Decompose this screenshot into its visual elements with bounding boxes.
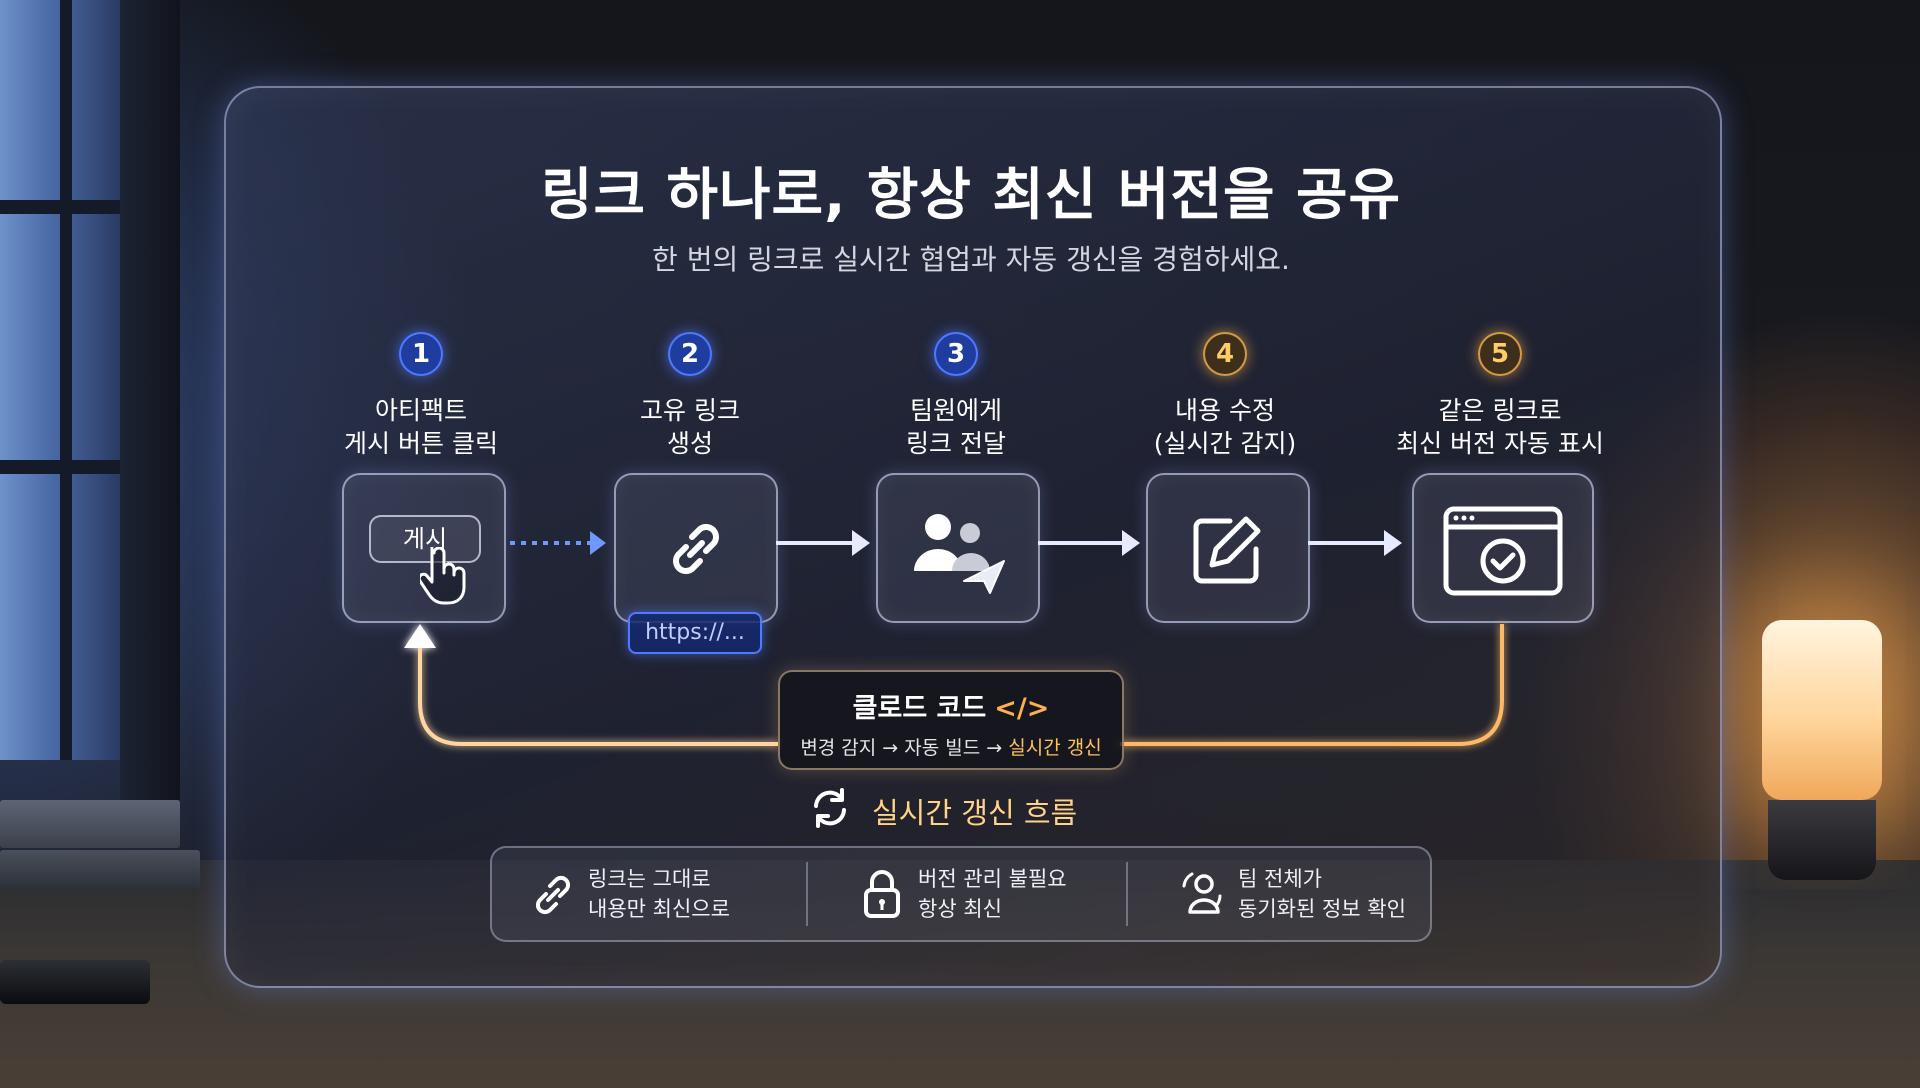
step-label-line: 링크 전달 — [906, 429, 1006, 458]
refresh-icon — [814, 788, 846, 828]
books — [0, 800, 200, 910]
feature-text-line: 항상 최신 — [918, 897, 1002, 921]
feature-text-line: 동기화된 정보 확인 — [1238, 897, 1406, 921]
code-icon: </> — [994, 693, 1050, 724]
realtime-flow-text: 실시간 갱신 흐름 — [872, 796, 1078, 830]
background-window — [0, 0, 120, 760]
step-number-badge: 4 — [1203, 332, 1247, 376]
step-2: 2 고유 링크 생성 — [560, 332, 820, 460]
feature-text: 팀 전체가 동기화된 정보 확인 — [1238, 864, 1406, 924]
feedback-loop-arrow — [404, 624, 1504, 746]
arrow-1-to-2 — [510, 531, 606, 555]
claude-code-flow-highlight: 실시간 갱신 — [1008, 737, 1102, 759]
step-label-line: 생성 — [666, 429, 713, 458]
feature-item: 링크는 그대로 내용만 최신으로 — [528, 848, 808, 940]
step-label: 고유 링크 생성 — [560, 394, 820, 460]
claude-code-title-text: 클로드 코드 — [852, 693, 987, 724]
claude-code-flow-text: 변경 감지 → 자동 빌드 → — [800, 737, 1009, 759]
feature-text-line: 링크는 그대로 — [588, 867, 711, 891]
window-mullion — [60, 0, 72, 760]
step-3-card[interactable] — [876, 473, 1040, 623]
step-2-card[interactable] — [614, 473, 778, 623]
step-label: 내용 수정 (실시간 감지) — [1095, 394, 1355, 460]
edit-icon — [1193, 516, 1261, 584]
team-sync-icon — [1182, 872, 1222, 914]
page-title: 링크 하나로, 항상 최신 버전을 공유 — [540, 163, 1402, 228]
step-4-card[interactable] — [1146, 473, 1310, 623]
claude-code-box: 클로드 코드</> 변경 감지 → 자동 빌드 → 실시간 갱신 — [778, 670, 1124, 770]
step-label-line: 같은 링크로 — [1438, 396, 1562, 425]
pointer-hand-icon — [420, 547, 466, 605]
step-label: 팀원에게 링크 전달 — [826, 394, 1086, 460]
step-label: 같은 링크로 최신 버전 자동 표시 — [1370, 394, 1630, 460]
link-icon — [535, 875, 571, 915]
feature-text: 버전 관리 불필요 항상 최신 — [918, 864, 1067, 924]
feature-text-line: 버전 관리 불필요 — [918, 867, 1067, 891]
lamp — [1762, 620, 1882, 800]
feature-divider — [806, 862, 808, 926]
feature-text-line: 내용만 최신으로 — [588, 897, 730, 921]
feature-item: 팀 전체가 동기화된 정보 확인 — [1178, 848, 1418, 940]
link-icon — [673, 524, 719, 574]
step-label-line: 팀원에게 — [909, 396, 1002, 425]
feature-text-line: 팀 전체가 — [1238, 867, 1322, 891]
page-subtitle: 한 번의 링크로 실시간 협업과 자동 갱신을 경험하세요. — [652, 243, 1290, 276]
step-label-line: 아티팩트 — [374, 396, 467, 425]
step-label-line: 내용 수정 — [1175, 396, 1275, 425]
post-button[interactable]: 게시 — [369, 515, 481, 563]
step-5: 5 같은 링크로 최신 버전 자동 표시 — [1370, 332, 1630, 460]
step-1: 1 아티팩트 게시 버튼 클릭 — [291, 332, 551, 460]
claude-code-title: 클로드 코드</> — [780, 686, 1122, 725]
arrow-4-to-5 — [1308, 530, 1402, 556]
arrow-2-to-3 — [776, 530, 870, 556]
phone — [0, 960, 150, 1004]
window-frame — [120, 0, 180, 800]
step-label-line: 고유 링크 — [640, 396, 740, 425]
step-5-card[interactable] — [1412, 473, 1594, 623]
realtime-flow-label: 실시간 갱신 흐름 — [808, 786, 1108, 834]
lock-icon — [864, 870, 900, 918]
feature-text: 링크는 그대로 내용만 최신으로 — [588, 864, 730, 924]
step-label-line: (실시간 감지) — [1153, 429, 1297, 458]
step-number-badge: 5 — [1478, 332, 1522, 376]
step-label-line: 게시 버튼 클릭 — [344, 429, 498, 458]
step-number-badge: 3 — [934, 332, 978, 376]
step-1-card[interactable]: 게시 — [342, 473, 506, 623]
step-label-line: 최신 버전 자동 표시 — [1396, 429, 1604, 458]
feature-divider — [1126, 862, 1128, 926]
step-label: 아티팩트 게시 버튼 클릭 — [291, 394, 551, 460]
step-3: 3 팀원에게 링크 전달 — [826, 332, 1086, 460]
arrow-3-to-4 — [1038, 530, 1140, 556]
lamp-base — [1768, 800, 1876, 880]
feature-bar: 링크는 그대로 내용만 최신으로 버전 관리 불필요 항상 최신 팀 전체가 동… — [490, 846, 1432, 942]
url-chip[interactable]: https://... — [628, 612, 762, 654]
claude-code-flow: 변경 감지 → 자동 빌드 → 실시간 갱신 — [780, 733, 1122, 760]
feature-item: 버전 관리 불필요 항상 최신 — [860, 848, 1120, 940]
step-number-badge: 2 — [668, 332, 712, 376]
team-send-icon — [914, 514, 1005, 594]
step-4: 4 내용 수정 (실시간 감지) — [1095, 332, 1355, 460]
browser-check-icon — [1443, 506, 1563, 596]
step-number-badge: 1 — [399, 332, 443, 376]
